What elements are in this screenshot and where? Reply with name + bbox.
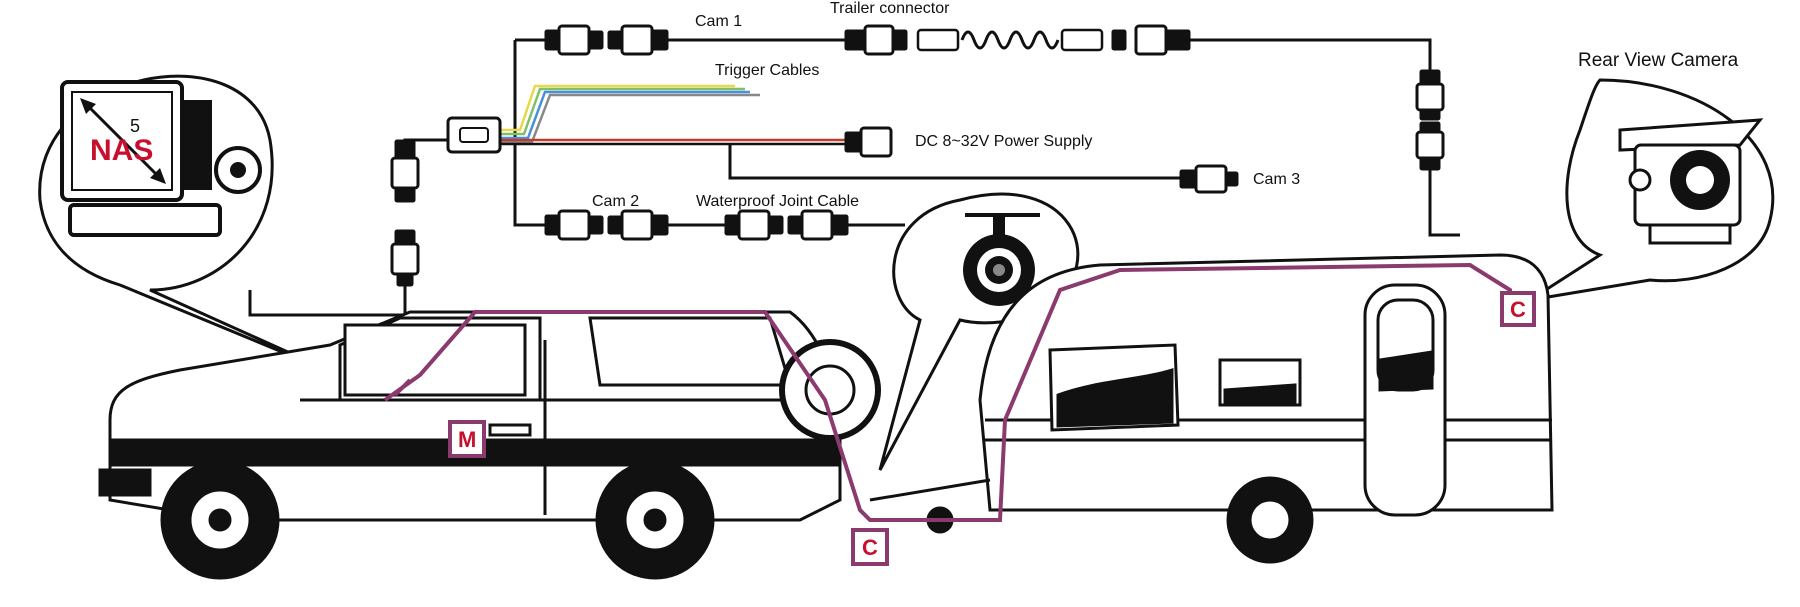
rear-connector-pair [1415,69,1445,171]
trigger-wire-yellow [500,84,735,132]
marker-hitch-camera: C [851,528,889,566]
cable-route [383,262,1512,522]
monitor-callout: NAS 5 [38,74,351,382]
monitor-icon: NAS 5 [60,80,262,237]
marker-monitor: M [448,420,486,458]
monitor-brand: NAS [90,134,153,167]
route-monitor-stub [393,378,412,397]
cam1-cable-end [1190,38,1432,70]
cam2-label: Cam 2 [592,193,639,210]
cam1-connector-pair [544,24,669,56]
marker-monitor-text: M [458,427,476,452]
trigger-wire-blue [500,90,750,140]
trigger-wire-green [500,87,745,136]
monitor-connector-pair [390,139,420,287]
waterproof-joint-label: Waterproof Joint Cable [696,193,859,210]
monitor-cable [248,280,407,317]
power-plug [844,126,893,158]
trailer-connector-label: Trailer connector [830,0,950,17]
monitor-size: 5 [130,116,140,136]
splitter-box [446,116,502,154]
cam1-label: Cam 1 [695,13,742,30]
suv-vehicle [98,310,881,580]
rear-view-camera-label: Rear View Camera [1578,50,1739,71]
cable-network [248,38,1460,317]
marker-hitch-camera-text: C [862,535,878,560]
rear-camera-icon [1618,118,1764,245]
rear-cam-cable [1428,168,1460,237]
cam3-cable [728,145,1180,180]
trigger-wire-gray [500,93,760,144]
marker-rear-camera-text: C [1510,297,1526,322]
waterproof-joint-pair [724,209,849,241]
trigger-cables-label: Trigger Cables [715,62,819,79]
trigger-cables [500,84,845,146]
trunk-cable [513,40,545,227]
hitch-camera-callout [878,192,1080,471]
hitch-camera-icon [963,213,1040,306]
connectors [390,24,1445,287]
cam2-connector-pair [544,209,669,241]
cam3-plug [1179,164,1239,194]
power-supply-label: DC 8~32V Power Supply [915,133,1092,150]
rear-camera-callout [1529,78,1775,302]
trailer-connector [844,24,1191,56]
caravan-trailer [869,253,1554,564]
route-path [383,262,1512,522]
cam3-label: Cam 3 [1253,171,1300,188]
install-markers: M C C [448,291,1536,566]
marker-rear-camera: C [1500,291,1536,327]
labels: Cam 1 Trailer connector Trigger Cables D… [592,0,1739,210]
